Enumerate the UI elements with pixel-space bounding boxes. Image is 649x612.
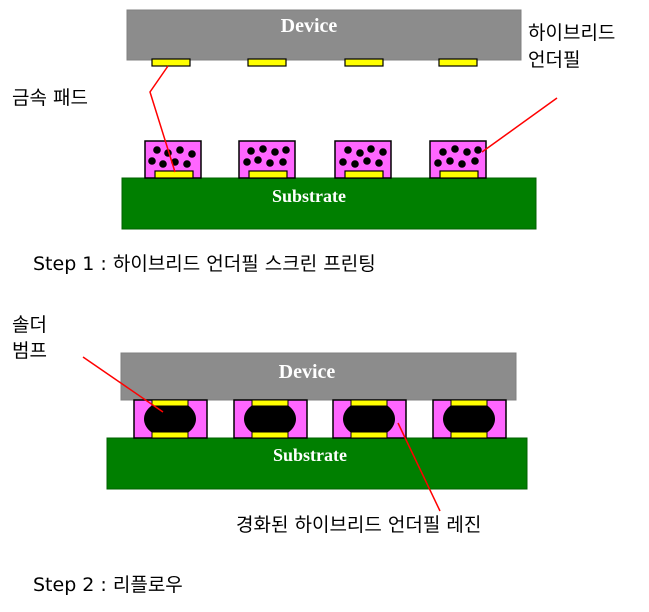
step2-solder-joint (432, 399, 507, 439)
step1-underfill-blob (144, 140, 202, 179)
step1-device-label: Device (281, 15, 338, 37)
step2-substrate-label: Substrate (273, 445, 347, 465)
step1-caption: Step 1 : 하이브리드 언더필 스크린 프린팅 (33, 253, 376, 275)
step1-underfill-label-line2: 언더필 (528, 49, 580, 71)
step1-underfill-label-line1: 하이브리드 (528, 22, 615, 44)
step1-panel: Device Substrate (12, 9, 615, 275)
step2-solder-joint (233, 399, 308, 439)
step1-underfill-leader-line (481, 97, 558, 153)
step1-device-block (126, 9, 522, 61)
step2-substrate-block (106, 437, 528, 490)
step2-cured-underfill-label: 경화된 하이브리드 언더필 레진 (236, 514, 481, 536)
step2-solder-label-line2: 범프 (12, 340, 47, 362)
step1-device-pad (247, 58, 287, 67)
step2-solder-label-line1: 솔더 (12, 314, 47, 336)
step2-panel: Device Substrate (12, 314, 528, 596)
step1-device-pad (438, 58, 478, 67)
step1-substrate-label: Substrate (272, 186, 346, 206)
step2-cured-underfill-leader-line (397, 422, 441, 512)
step2-solder-joint (133, 399, 208, 439)
step1-underfill-blob (334, 140, 392, 179)
step2-device-block (120, 352, 517, 401)
step1-underfill-blob (238, 140, 296, 179)
step1-underfill-blob (429, 140, 487, 179)
step2-solder-joint (332, 399, 407, 439)
step1-device-pad (344, 58, 384, 67)
step2-caption: Step 2 : 리플로우 (33, 574, 183, 596)
step1-substrate-block (121, 177, 537, 230)
step2-solder-leader-line (82, 356, 164, 413)
step2-device-label: Device (279, 361, 336, 383)
step1-metal-pad-leader-line (149, 65, 176, 173)
step1-metal-pad-label: 금속 패드 (12, 87, 88, 109)
step1-device-pad (151, 58, 191, 67)
